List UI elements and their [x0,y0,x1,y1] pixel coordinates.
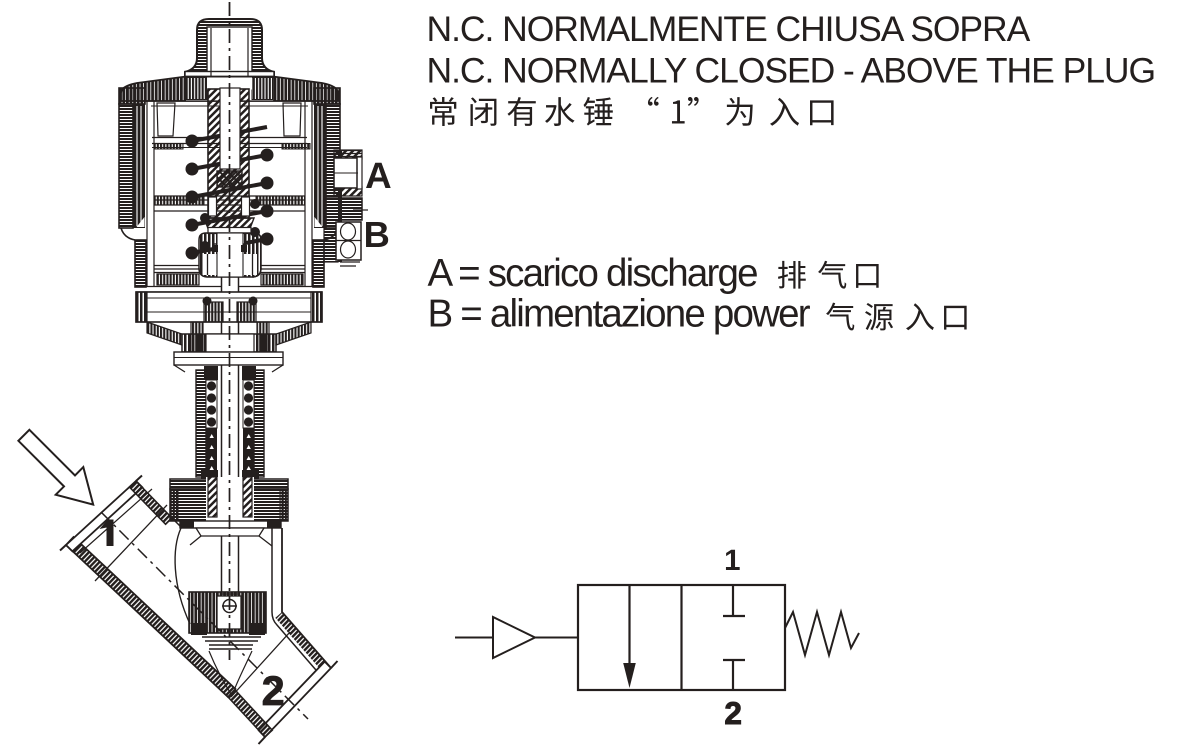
svg-text:N.C. NORMALMENTE CHIUSA SOPRA: N.C. NORMALMENTE CHIUSA SOPRA [427,9,1031,49]
svg-text:A = scarico discharge: A = scarico discharge [428,252,758,295]
svg-text:N.C. NORMALLY CLOSED - ABOVE T: N.C. NORMALLY CLOSED - ABOVE THE PLUG [427,50,1156,90]
svg-text:B = alimentazione power: B = alimentazione power [428,293,811,336]
